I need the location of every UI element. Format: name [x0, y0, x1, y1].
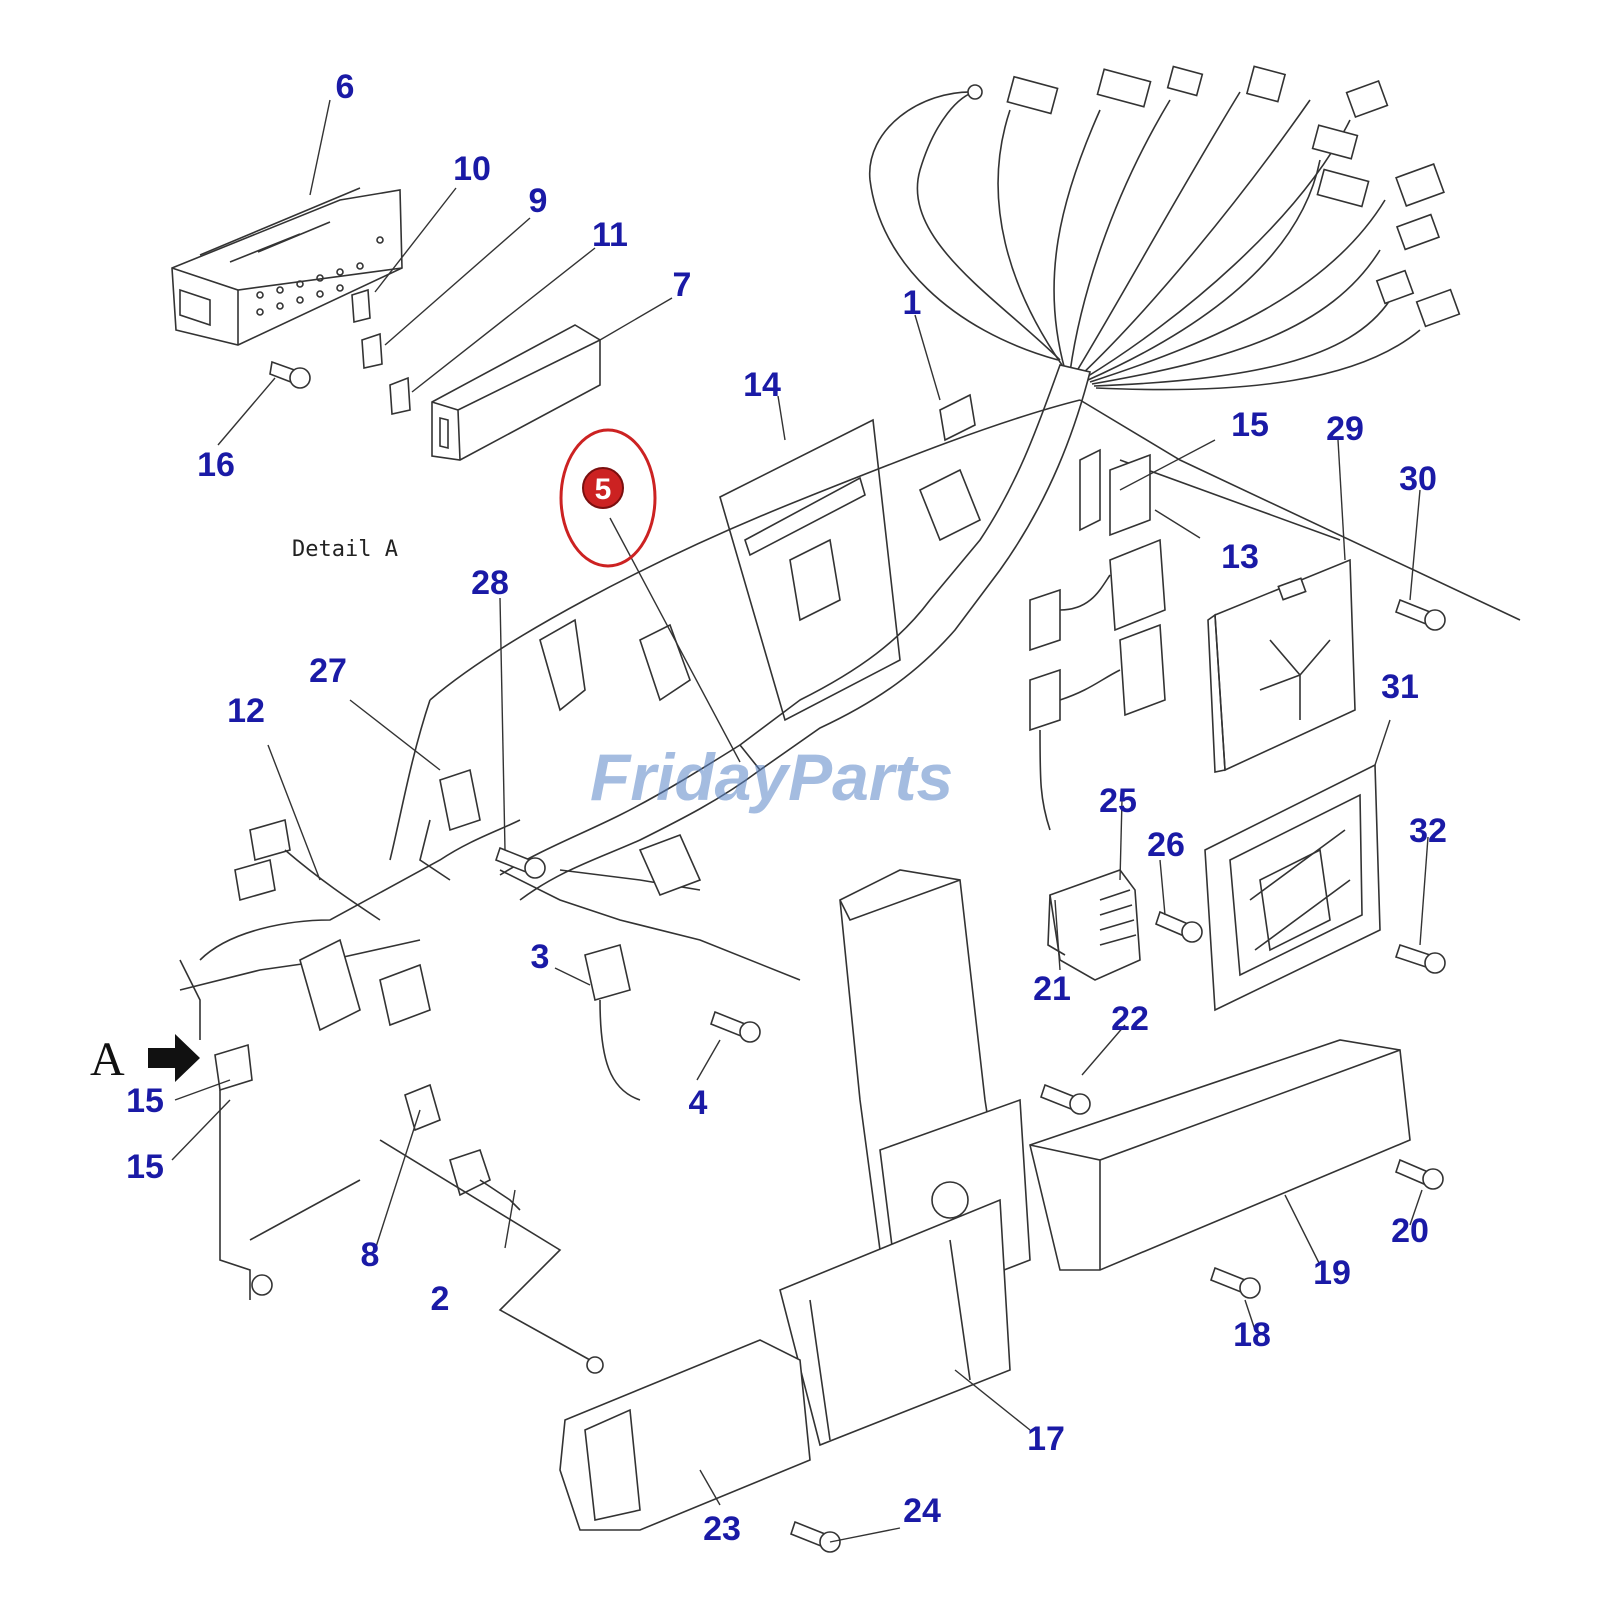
label-part-6: 6: [336, 68, 355, 106]
view-marker-letter: A: [90, 1033, 125, 1086]
callout-5-badge: [582, 467, 624, 509]
label-part-22: 22: [1111, 1000, 1149, 1038]
view-arrow-icon: [148, 1034, 200, 1082]
label-part-19: 19: [1313, 1254, 1351, 1292]
label-part-29: 29: [1326, 410, 1364, 448]
mounting-panel: [389, 393, 1521, 861]
label-part-31: 31: [1381, 668, 1419, 706]
left-wiring-cluster: [179, 768, 801, 1374]
label-part-7: 7: [673, 266, 692, 304]
leader-lines: [171, 99, 1429, 1543]
label-part-32: 32: [1409, 812, 1447, 850]
controller-cover: [1204, 763, 1381, 1012]
label-part-16: 16: [197, 446, 235, 484]
relay-cluster: [1029, 448, 1166, 831]
callout-5-number: 5: [595, 473, 612, 506]
label-part-18: 18: [1233, 1316, 1271, 1354]
highlight-ring: [559, 428, 657, 568]
label-part-20: 20: [1391, 1212, 1429, 1250]
label-part-21: 21: [1033, 970, 1071, 1008]
label-part-3: 3: [531, 938, 550, 976]
label-part-23: 23: [703, 1510, 741, 1548]
part-labels: 6 10 9 11 7 16 14 1 15 29 30 13 28 27 31…: [126, 68, 1447, 1548]
label-part-12: 12: [227, 692, 265, 730]
label-part-9: 9: [529, 182, 548, 220]
label-part-8: 8: [361, 1236, 380, 1274]
label-part-17: 17: [1027, 1420, 1065, 1458]
label-part-15-right: 15: [1231, 406, 1269, 444]
detail-a-caption: Detail A: [292, 537, 398, 562]
label-part-15-left-lower: 15: [126, 1148, 164, 1186]
watermark-logo: FridayParts: [590, 740, 953, 814]
main-harness: [499, 65, 1461, 901]
controller-unit: [1207, 558, 1356, 773]
label-part-26: 26: [1147, 826, 1185, 864]
label-part-14: 14: [743, 366, 781, 404]
label-part-30: 30: [1399, 460, 1437, 498]
label-part-13: 13: [1221, 538, 1259, 576]
label-part-15-left-upper: 15: [126, 1082, 164, 1120]
label-part-28: 28: [471, 564, 509, 602]
label-part-11: 11: [592, 216, 628, 254]
label-part-2: 2: [431, 1280, 450, 1318]
label-part-1: 1: [903, 284, 922, 322]
regulator: [1047, 869, 1141, 981]
label-part-25: 25: [1099, 782, 1137, 820]
label-part-4: 4: [689, 1084, 708, 1122]
label-part-24: 24: [903, 1492, 941, 1530]
air-duct: [559, 869, 1411, 1531]
label-part-27: 27: [309, 652, 347, 690]
label-part-10: 10: [453, 150, 491, 188]
fuse-box-assembly: [171, 187, 601, 461]
